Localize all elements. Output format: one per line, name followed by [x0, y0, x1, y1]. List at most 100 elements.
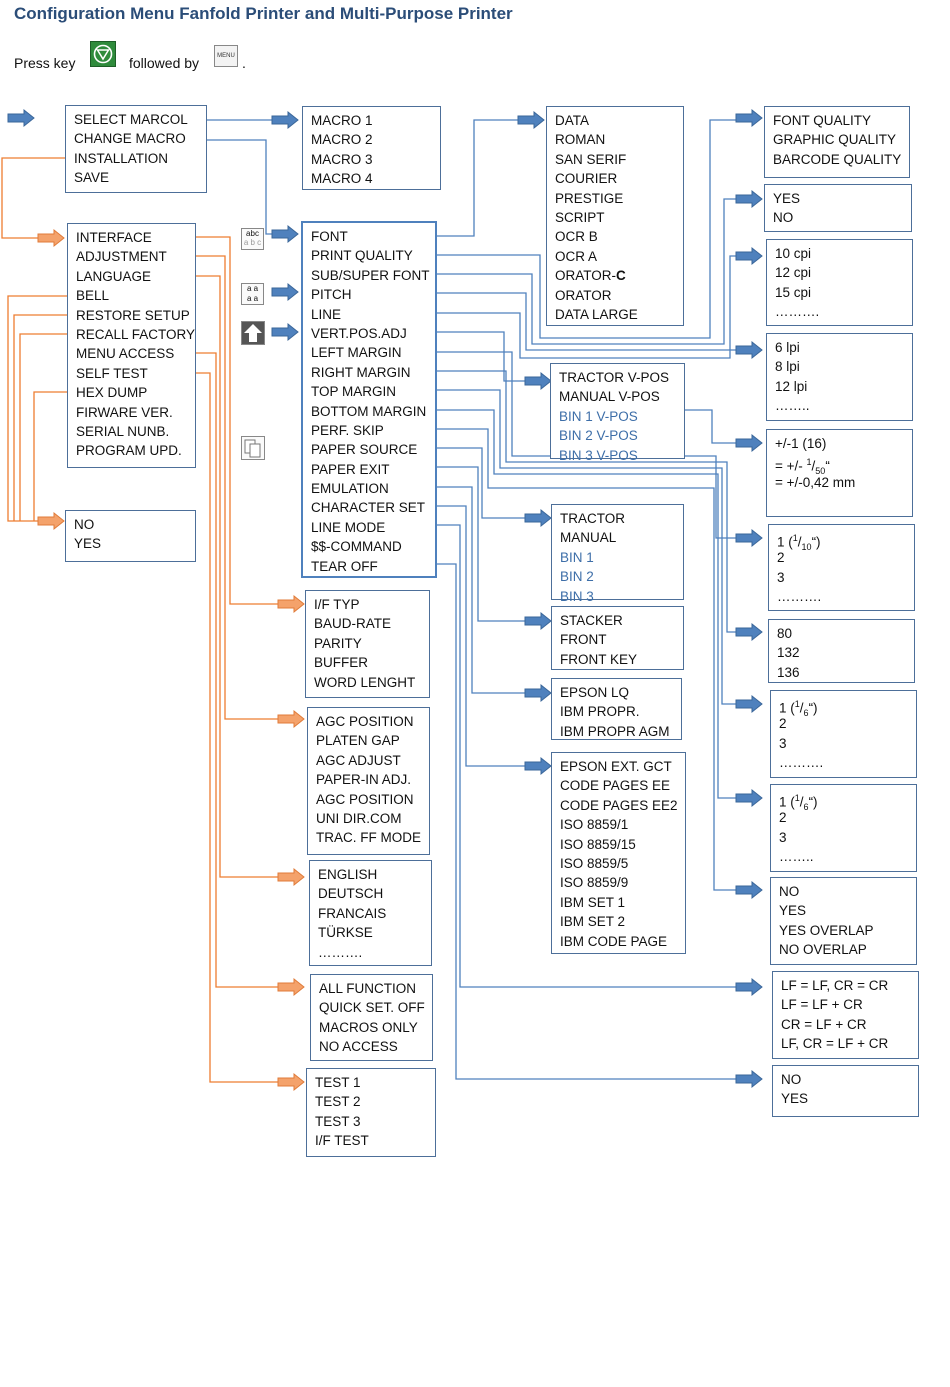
menu-item[interactable]: SELF TEST [76, 365, 148, 381]
menu-item[interactable]: I/F TYP [314, 597, 360, 612]
menu-item[interactable]: FONT [311, 229, 348, 244]
menu-item[interactable]: OCR A [555, 248, 598, 264]
menu-item[interactable]: ORATOR-C [555, 268, 626, 284]
menu-item[interactable]: 2 [779, 716, 787, 732]
menu-item[interactable]: LINE MODE [311, 519, 386, 535]
menu-item[interactable]: AGC POSITION [316, 791, 414, 807]
menu-item[interactable]: 3 [779, 829, 787, 845]
menu-item[interactable]: WORD LENGHT [314, 674, 416, 690]
menu-item[interactable]: EPSON LQ [560, 685, 630, 700]
menu-item[interactable]: PAPER SOURCE [311, 442, 418, 458]
menu-item[interactable]: …….. [775, 398, 810, 414]
menu-item[interactable]: ………. [779, 755, 824, 771]
menu-item[interactable]: UNI DIR.COM [316, 810, 402, 826]
menu-item[interactable]: YES [779, 903, 807, 919]
menu-item[interactable]: SELECT MARCOL [74, 112, 188, 127]
menu-item[interactable]: 1 (1/6“) [779, 699, 818, 719]
menu-item[interactable]: PARITY [314, 635, 362, 651]
menu-item[interactable]: 132 [777, 645, 800, 661]
menu-item[interactable]: NO [781, 1072, 802, 1087]
menu-item[interactable]: FIRWARE VER. [76, 404, 173, 420]
menu-item[interactable]: BAUD-RATE [314, 616, 392, 632]
menu-item[interactable]: DATA [555, 113, 590, 128]
menu-item[interactable]: INTERFACE [76, 230, 152, 245]
menu-item[interactable]: BIN 2 V-POS [559, 428, 638, 444]
menu-item[interactable]: MACRO 2 [311, 132, 373, 148]
menu-item[interactable]: FONT QUALITY [773, 113, 872, 128]
menu-item[interactable]: NO ACCESS [319, 1039, 398, 1055]
menu-item[interactable]: ENGLISH [318, 867, 378, 882]
menu-item[interactable]: = +/-0,42 mm [775, 474, 856, 490]
menu-item[interactable]: BARCODE QUALITY [773, 151, 902, 167]
menu-item[interactable]: MACROS ONLY [319, 1019, 418, 1035]
menu-item[interactable]: LF = LF + CR [781, 997, 863, 1013]
menu-item[interactable]: BIN 3 V-POS [559, 447, 638, 463]
menu-item[interactable]: YES [773, 191, 801, 206]
menu-item[interactable]: BIN 1 V-POS [559, 408, 638, 424]
menu-item[interactable]: = +/- 1/50“ [775, 457, 830, 477]
menu-item[interactable]: SUB/SUPER FONT [311, 267, 430, 283]
menu-item[interactable]: LINE [311, 306, 342, 322]
menu-item[interactable]: RIGHT MARGIN [311, 364, 411, 380]
menu-item[interactable]: CODE PAGES EE [560, 778, 671, 794]
menu-item[interactable]: EMULATION [311, 481, 389, 497]
menu-item[interactable]: PRINT QUALITY [311, 248, 413, 264]
menu-item[interactable]: IBM CODE PAGE [560, 933, 668, 949]
menu-item[interactable]: DEUTSCH [318, 886, 384, 902]
menu-item[interactable]: IBM PROPR. [560, 704, 640, 720]
menu-item[interactable]: ………. [318, 944, 363, 960]
menu-item[interactable]: HEX DUMP [76, 385, 148, 401]
menu-item[interactable]: QUICK SET. OFF [319, 1000, 425, 1016]
menu-item[interactable]: 80 [777, 626, 793, 641]
menu-item[interactable]: $$-COMMAND [311, 539, 402, 555]
menu-item[interactable]: I/F TEST [315, 1133, 369, 1149]
menu-item[interactable]: 2 [777, 550, 785, 566]
menu-item[interactable]: SCRIPT [555, 209, 605, 225]
menu-item[interactable]: IBM PROPR AGM [560, 723, 670, 739]
menu-item[interactable]: AGC POSITION [316, 714, 414, 729]
menu-item[interactable]: TEST 1 [315, 1075, 361, 1090]
menu-item[interactable]: 1 (1/10“) [777, 533, 821, 553]
menu-item[interactable]: TEAR OFF [311, 558, 378, 574]
menu-item[interactable]: ROMAN [555, 132, 606, 148]
menu-item[interactable]: NO [779, 884, 800, 899]
menu-item[interactable]: YES OVERLAP [779, 922, 874, 938]
menu-item[interactable]: COURIER [555, 171, 618, 187]
menu-item[interactable]: …….. [779, 849, 814, 865]
menu-item[interactable]: LEFT MARGIN [311, 345, 402, 361]
menu-item[interactable]: ISO 8859/15 [560, 836, 636, 852]
menu-item[interactable]: CHARACTER SET [311, 500, 426, 516]
menu-item[interactable]: BUFFER [314, 655, 368, 671]
menu-item[interactable]: FRANCAIS [318, 905, 387, 921]
menu-item[interactable]: BIN 2 [560, 569, 594, 585]
menu-item[interactable]: 12 lpi [775, 378, 808, 394]
menu-item[interactable]: FRONT KEY [560, 651, 638, 667]
menu-item[interactable]: MACRO 1 [311, 113, 373, 128]
menu-item[interactable]: MACRO 4 [311, 171, 373, 187]
menu-item[interactable]: 12 cpi [775, 265, 812, 281]
menu-item[interactable]: IBM SET 1 [560, 894, 626, 910]
menu-item[interactable]: PRESTIGE [555, 190, 624, 206]
menu-item[interactable]: NO [773, 210, 794, 226]
menu-item[interactable]: 8 lpi [775, 359, 800, 375]
menu-item[interactable]: 136 [777, 664, 800, 680]
menu-item[interactable]: RESTORE SETUP [76, 307, 190, 323]
menu-item[interactable]: NO [74, 517, 95, 532]
menu-item[interactable]: BIN 3 [560, 588, 594, 604]
menu-item[interactable]: PROGRAM UPD. [76, 443, 182, 459]
menu-item[interactable]: ………. [775, 304, 820, 320]
menu-item[interactable]: MANUAL V-POS [559, 389, 660, 405]
menu-item[interactable]: 10 cpi [775, 246, 812, 261]
menu-item[interactable]: DATA LARGE [555, 306, 638, 322]
menu-item[interactable]: ISO 8859/5 [560, 855, 629, 871]
menu-item[interactable]: 2 [779, 810, 787, 826]
menu-item[interactable]: TÜRKSE [318, 925, 373, 941]
menu-item[interactable]: TRACTOR V-POS [559, 370, 670, 385]
menu-item[interactable]: EPSON EXT. GCT [560, 759, 672, 774]
menu-item[interactable]: +/-1 (16) [775, 436, 827, 451]
menu-item[interactable]: TRAC. FF MODE [316, 830, 421, 846]
menu-item[interactable]: TEST 3 [315, 1113, 361, 1129]
menu-item[interactable]: SAVE [74, 170, 110, 186]
menu-item[interactable]: ADJUSTMENT [76, 249, 167, 265]
menu-item[interactable]: INSTALLATION [74, 150, 169, 166]
